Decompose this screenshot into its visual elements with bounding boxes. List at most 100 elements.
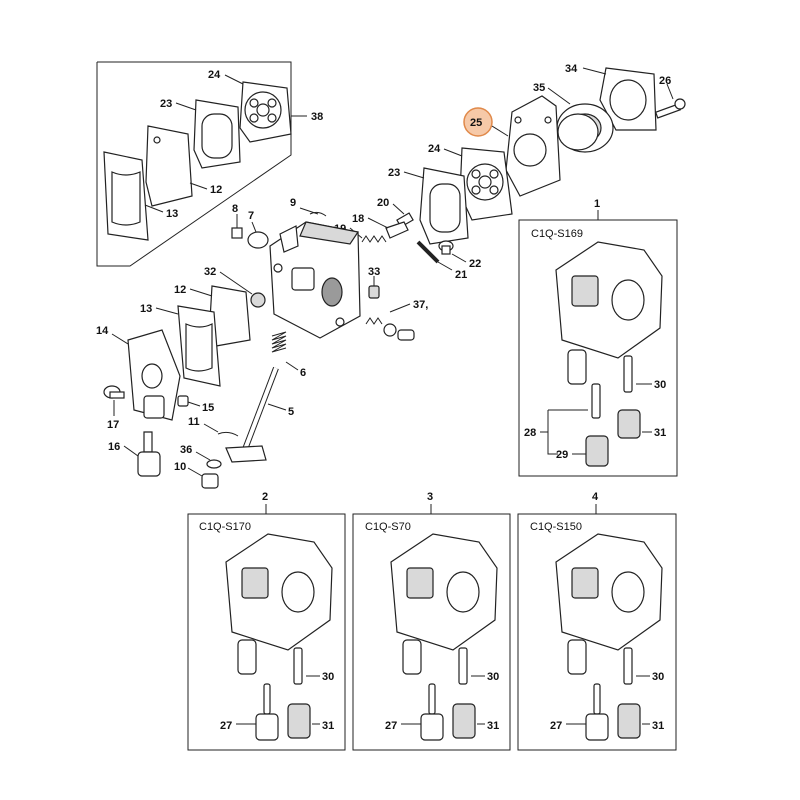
- variant-box-1[interactable]: 1 C1Q-S169 30 28 31 29: [518, 198, 678, 477]
- variant-box-4[interactable]: 4 C1Q-S150 30 27 31: [517, 491, 677, 751]
- variant-label-c[interactable]: 31: [322, 720, 334, 732]
- callout-26[interactable]: 26: [659, 75, 671, 87]
- callout-35[interactable]: 35: [533, 82, 545, 94]
- limiter-cap-29: [585, 435, 609, 467]
- high-speed-needle-30: [623, 647, 633, 685]
- callout-12b[interactable]: 12: [174, 284, 186, 296]
- callout-24[interactable]: 24: [208, 69, 221, 81]
- variant-code: C1Q-S150: [530, 521, 582, 533]
- callout-13b[interactable]: 13: [140, 303, 152, 315]
- callout-9[interactable]: 9: [290, 197, 296, 209]
- screw-17: [103, 385, 125, 399]
- variant-label-a[interactable]: 30: [322, 671, 334, 683]
- variant-box-2[interactable]: 2 C1Q-S170 30 27 31: [187, 491, 346, 751]
- idle-needle-27: [255, 683, 279, 741]
- needle-kit-37: [365, 317, 415, 341]
- variant-label-b[interactable]: 27: [385, 720, 397, 732]
- variant-label-a[interactable]: 30: [487, 671, 499, 683]
- callout-25-highlight[interactable]: [463, 107, 493, 137]
- fitting-33: [368, 285, 380, 299]
- callout-33[interactable]: 33: [368, 266, 380, 278]
- variant-code: C1Q-S70: [365, 521, 411, 533]
- pin-21: [416, 240, 440, 264]
- callout-7[interactable]: 7: [248, 210, 254, 222]
- limiter-cap-31: [287, 703, 311, 739]
- screw-22: [438, 240, 454, 255]
- callout-18[interactable]: 18: [352, 213, 364, 225]
- callout-32[interactable]: 32: [204, 266, 216, 278]
- callout-22[interactable]: 22: [469, 258, 481, 270]
- variant-label-c[interactable]: 31: [652, 720, 664, 732]
- callout-37[interactable]: 37,: [413, 299, 428, 311]
- high-speed-needle-30: [293, 647, 303, 685]
- variant-label-b[interactable]: 27: [220, 720, 232, 732]
- callout-16[interactable]: 16: [108, 441, 120, 453]
- diaphragm-part: [239, 81, 292, 143]
- callout-25[interactable]: 25: [470, 117, 482, 129]
- idle-needle-27: [420, 683, 444, 741]
- pump-plate-part: [103, 151, 149, 241]
- callout-23b[interactable]: 23: [388, 167, 400, 179]
- kit-box-38: 38 24 23 12 13: [96, 61, 323, 267]
- spring-19: [361, 235, 387, 243]
- swivel-10: [201, 473, 219, 489]
- callout-36[interactable]: 36: [180, 444, 192, 456]
- high-speed-needle-30: [623, 355, 633, 393]
- callout-14[interactable]: 14: [96, 325, 109, 337]
- limiter-cap-31: [617, 703, 641, 739]
- limiter-cap-31: [617, 409, 641, 439]
- variant-code: C1Q-S170: [199, 521, 251, 533]
- variant-label-b[interactable]: 27: [550, 720, 562, 732]
- callout-8[interactable]: 8: [232, 203, 238, 215]
- idle-needle-28: [591, 383, 601, 419]
- callout-34[interactable]: 34: [565, 63, 578, 75]
- limiter-cap-31: [452, 703, 476, 739]
- callout-11[interactable]: 11: [188, 416, 200, 428]
- variant-index: 2: [262, 491, 268, 503]
- idle-needle-27: [585, 683, 609, 741]
- variant-index: 4: [592, 491, 599, 503]
- variant-label-a[interactable]: 30: [654, 379, 666, 391]
- metering-cover-14: [127, 329, 181, 421]
- screen-32: [250, 292, 266, 308]
- callout-6[interactable]: 6: [300, 367, 306, 379]
- variant-box-3[interactable]: 3 C1Q-S70 30 27 31: [352, 491, 511, 751]
- callout-24b[interactable]: 24: [428, 143, 441, 155]
- seal-35: [556, 103, 614, 153]
- throttle-lever-7: [247, 231, 269, 249]
- variant-index: 3: [427, 491, 433, 503]
- gasket-part: [193, 99, 241, 169]
- carburetor-body: [269, 221, 361, 339]
- variant-code: C1Q-S169: [531, 228, 583, 240]
- variant-label-a[interactable]: 30: [652, 671, 664, 683]
- idle-screw-16: [137, 431, 161, 477]
- upper-right-parts: 34 26 35 25: [334, 63, 686, 341]
- variant-label-c[interactable]: 31: [487, 720, 499, 732]
- clip-9: [309, 211, 327, 217]
- callout-5[interactable]: 5: [288, 406, 294, 418]
- callout-13[interactable]: 13: [166, 208, 178, 220]
- callout-15[interactable]: 15: [202, 402, 214, 414]
- carburetor-icon: [390, 533, 498, 675]
- variant-label-b[interactable]: 28: [524, 427, 536, 439]
- diaphragm-24: [459, 147, 513, 221]
- variant-label-d[interactable]: 29: [556, 449, 568, 461]
- callout-12[interactable]: 12: [210, 184, 222, 196]
- variant-label-c[interactable]: 31: [654, 427, 666, 439]
- callout-21[interactable]: 21: [455, 269, 467, 281]
- spring-6: [271, 331, 287, 353]
- high-speed-needle-30: [458, 647, 468, 685]
- callout-10[interactable]: 10: [174, 461, 186, 473]
- variant-index: 1: [594, 198, 600, 210]
- callout-17[interactable]: 17: [107, 419, 119, 431]
- callout-38[interactable]: 38: [311, 111, 323, 123]
- screw-8: [231, 227, 243, 239]
- clip-11: [217, 431, 239, 437]
- pump-plate-13: [177, 305, 221, 387]
- callout-20[interactable]: 20: [377, 197, 389, 209]
- pump-cover-25: [505, 95, 561, 197]
- callout-23[interactable]: 23: [160, 98, 172, 110]
- metering-gasket-part: [145, 125, 193, 207]
